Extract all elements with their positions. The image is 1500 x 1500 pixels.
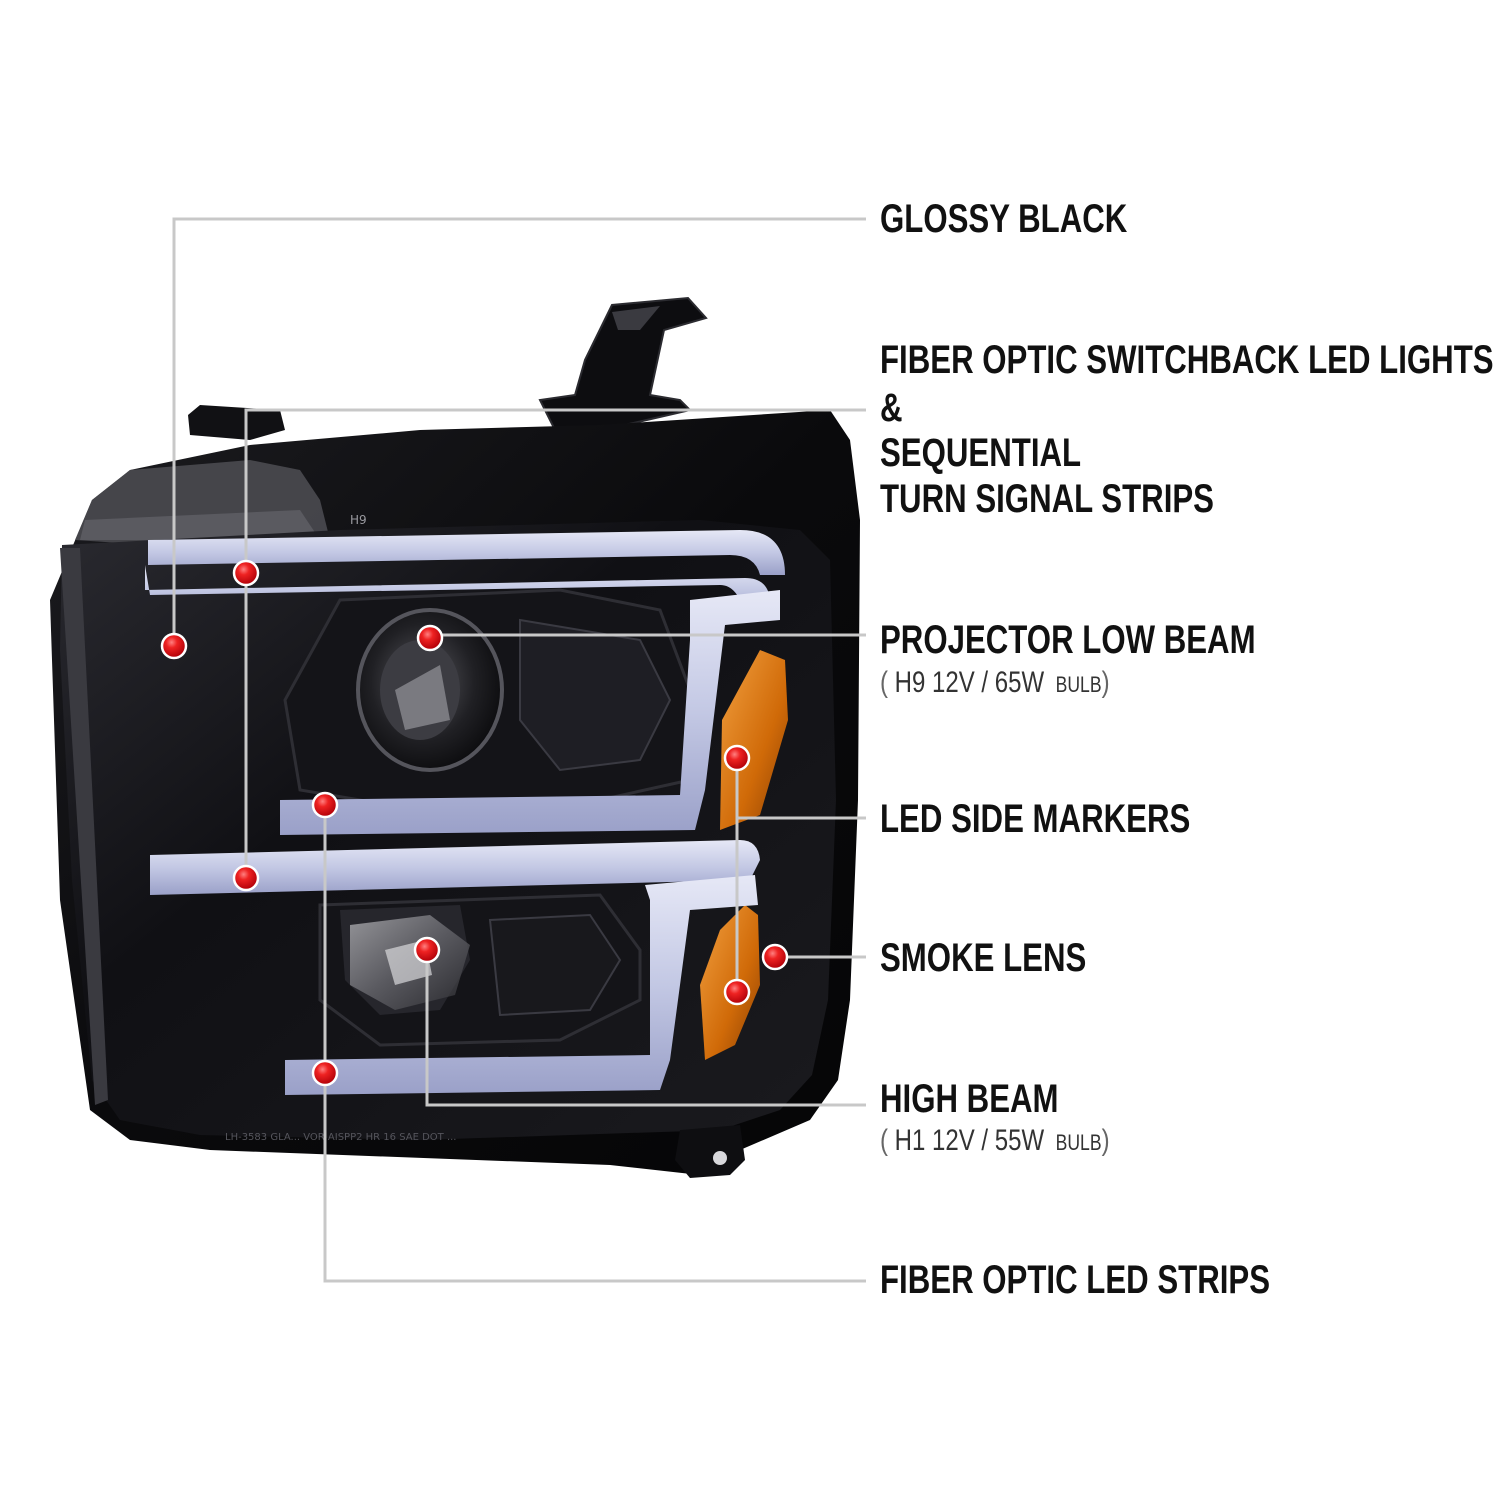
headlight-assembly: H9 LH-3583 GLA... VOR AISPP2 HR 16 SAE D…	[50, 296, 860, 1178]
mounting-bracket	[538, 296, 708, 442]
marker-dot	[160, 632, 188, 660]
projector-bulb-word: BULB	[1055, 672, 1102, 697]
bottom-connector	[675, 1125, 745, 1178]
bulb-imprint: H9	[350, 513, 367, 527]
marker-dot	[232, 864, 260, 892]
leader-high-beam	[425, 950, 866, 1107]
label-projector-low-beam: PROJECTOR LOW BEAM	[880, 618, 1256, 662]
label-fiber-switchback-1: FIBER OPTIC SWITCHBACK LED LIGHTS	[880, 338, 1494, 382]
paren-close: )	[1101, 666, 1110, 699]
paren-open: (	[880, 1124, 888, 1157]
leader-fiber-strips	[323, 805, 866, 1283]
projector-bulb-rating: 12V / 65W	[932, 666, 1045, 699]
high-beam-bulb-spec: ( H1 12V / 55W BULB)	[880, 1124, 1110, 1160]
label-led-side-markers: LED SIDE MARKERS	[880, 797, 1191, 841]
label-fiber-led-strips: FIBER OPTIC LED STRIPS	[880, 1258, 1271, 1302]
paren-close: )	[1101, 1124, 1110, 1157]
projector-bulb-type: H9	[894, 666, 926, 699]
projector-bulb-spec: ( H9 12V / 65W BULB)	[880, 666, 1110, 702]
paren-open: (	[880, 666, 888, 699]
marker-dot	[413, 936, 441, 964]
label-fiber-switchback-4: TURN SIGNAL STRIPS	[880, 477, 1214, 521]
marker-dot	[311, 1059, 339, 1087]
label-fiber-switchback-2: &	[880, 386, 903, 430]
marker-dot	[232, 559, 260, 587]
callout-markers	[160, 559, 789, 1087]
label-glossy-black: GLOSSY BLACK	[880, 197, 1128, 241]
leader-lines	[172, 217, 866, 1283]
marker-dot	[761, 943, 789, 971]
marker-dot	[416, 624, 444, 652]
high-beam-bulb-rating: 12V / 55W	[932, 1124, 1045, 1157]
high-beam-bulb-type: H1	[894, 1124, 926, 1157]
high-beam-bulb-word: BULB	[1055, 1130, 1102, 1155]
marker-dot	[723, 978, 751, 1006]
label-smoke-lens: SMOKE LENS	[880, 936, 1087, 980]
leader-glossy-black	[172, 217, 866, 646]
lens-imprint: LH-3583 GLA... VOR AISPP2 HR 16 SAE DOT …	[225, 1132, 456, 1143]
mounting-tab	[188, 405, 285, 440]
leader-fiber-switchback	[244, 408, 866, 878]
label-fiber-switchback-3: SEQUENTIAL	[880, 431, 1082, 475]
marker-dot	[311, 791, 339, 819]
marker-dot	[723, 744, 751, 772]
label-high-beam: HIGH BEAM	[880, 1077, 1059, 1121]
